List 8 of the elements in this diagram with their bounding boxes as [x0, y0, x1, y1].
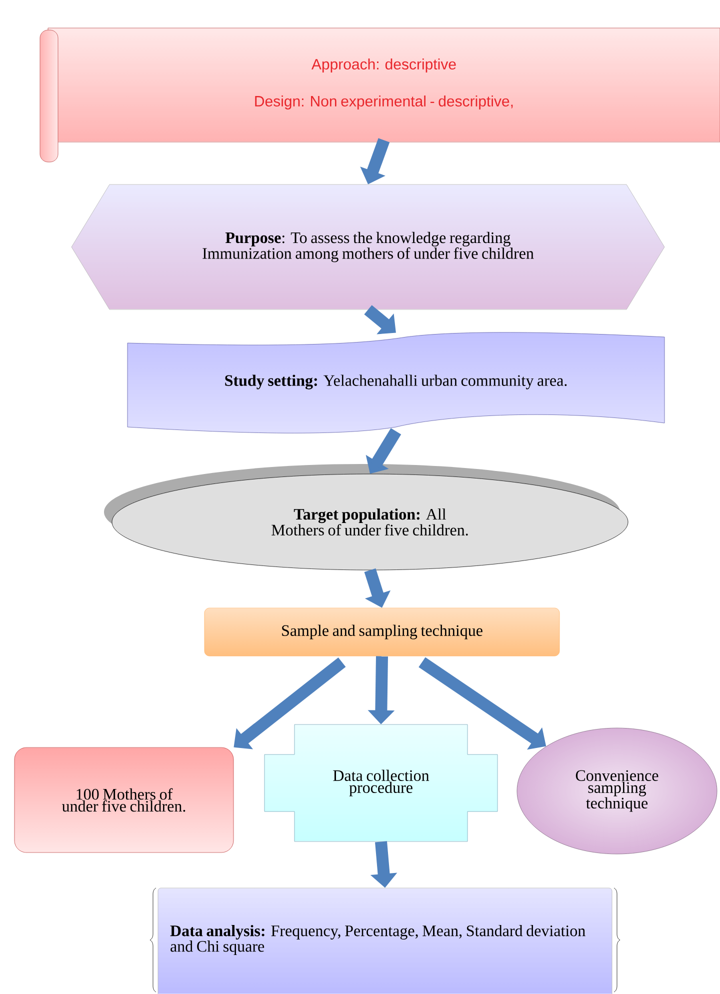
scroll-banner: Approach: descriptive Design: Non experimental - descriptive, — [40, 28, 720, 162]
cross-box: Data collection procedure — [264, 724, 498, 842]
wave-banner: Study setting: Yelachenahalli urban community area. — [127, 332, 665, 434]
rounded-box: Sample and sampling technique — [204, 608, 560, 656]
brace-box: Data analysis: Frequency, Percentage, Mean, Standard deviation and Chi square — [150, 888, 620, 994]
rounded-box: 100 Mothers of under five children. — [14, 747, 234, 853]
hexagon-box: Purpose: To assess the knowledge regarding Immunization among mothers of under five children — [71, 184, 665, 310]
arrow — [234, 658, 346, 750]
